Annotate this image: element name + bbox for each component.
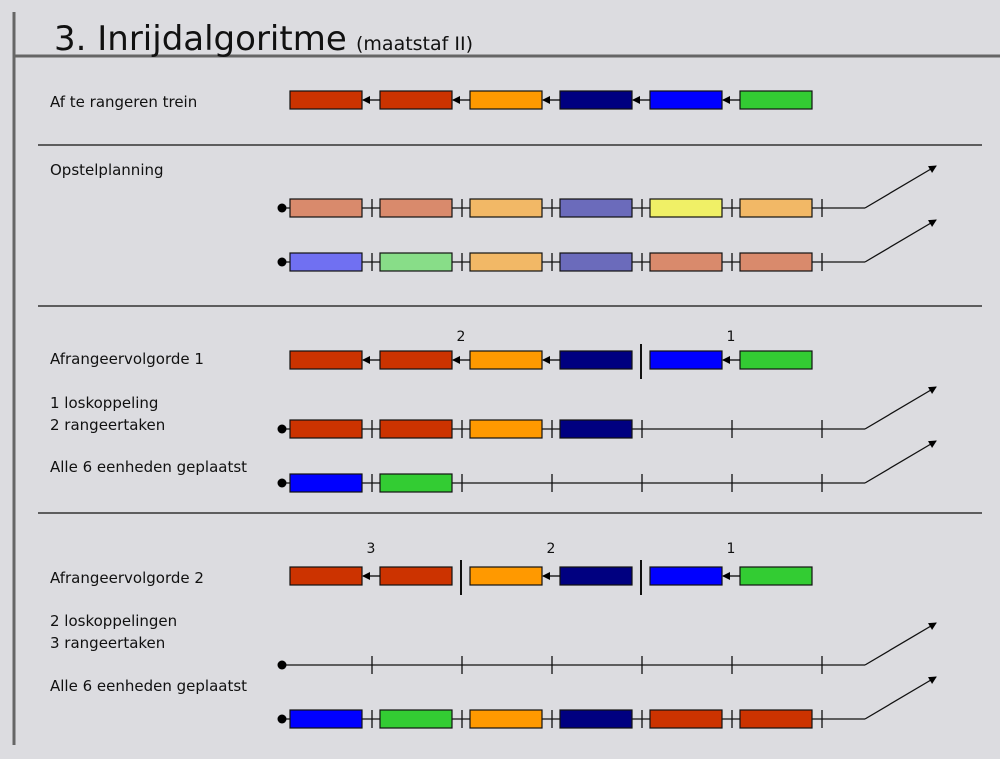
train-unit-blue	[649, 350, 723, 370]
track	[277, 219, 937, 272]
group-number: 3	[367, 541, 376, 557]
section-label: 3 rangeertaken	[50, 634, 165, 652]
track-end-dot-icon	[277, 714, 287, 724]
section-label: Opstelplanning	[50, 161, 164, 179]
parked-unit-red	[379, 419, 453, 439]
parked-unit-salmon	[649, 252, 723, 272]
section-label: Alle 6 eenheden geplaatst	[50, 677, 247, 695]
parked-unit-salmon	[289, 198, 363, 218]
train-unit-blue	[649, 566, 723, 586]
train	[289, 90, 813, 110]
parked-unit-blue	[289, 473, 363, 493]
track	[277, 165, 937, 218]
track-exit-arrow-icon	[864, 676, 937, 720]
parked-unit-salmon	[739, 252, 813, 272]
section-label: Afrangeervolgorde 1	[50, 350, 204, 368]
parked-unit-green	[379, 473, 453, 493]
train-unit-red	[379, 566, 453, 586]
track	[277, 386, 937, 439]
train-unit-red	[379, 350, 453, 370]
parked-unit-navy	[559, 709, 633, 729]
track-end-dot-icon	[277, 257, 287, 267]
train-unit-orange	[469, 90, 543, 110]
section-label: Alle 6 eenheden geplaatst	[50, 458, 247, 476]
parked-unit-yellow	[649, 198, 723, 218]
track	[277, 676, 937, 729]
train-unit-orange	[469, 566, 543, 586]
train: 3 2 1	[289, 541, 813, 595]
section-label: 2 loskoppelingen	[50, 612, 177, 630]
parked-unit-slate	[559, 198, 633, 218]
track-exit-arrow-icon	[864, 386, 937, 430]
group-number: 2	[547, 541, 556, 557]
train-unit-red	[379, 90, 453, 110]
train-unit-green	[739, 566, 813, 586]
section-1: Af te rangeren trein	[50, 90, 813, 111]
track-exit-arrow-icon	[864, 219, 937, 263]
parked-unit-lightorange	[739, 198, 813, 218]
section-label: 1 loskoppeling	[50, 394, 158, 412]
parked-unit-slate	[559, 252, 633, 272]
group-number: 1	[727, 541, 736, 557]
group-number: 1	[727, 329, 736, 345]
train-unit-orange	[469, 350, 543, 370]
train-unit-navy	[559, 90, 633, 110]
page-title: 3. Inrijdalgoritme	[54, 19, 347, 59]
parked-unit-lightorange	[469, 198, 543, 218]
track-exit-arrow-icon	[864, 622, 937, 666]
train-unit-navy	[559, 566, 633, 586]
parked-unit-blue	[289, 709, 363, 729]
track-end-dot-icon	[277, 203, 287, 213]
section-label: 2 rangeertaken	[50, 416, 165, 434]
parked-unit-green	[379, 709, 453, 729]
track-end-dot-icon	[277, 424, 287, 434]
train-unit-navy	[559, 350, 633, 370]
section-3: Afrangeervolgorde 1 1 loskoppeling 2 range…	[50, 329, 937, 493]
parked-unit-lightgreen	[379, 252, 453, 272]
section-4: Afrangeervolgorde 2 2 loskoppelingen 3 ran…	[50, 541, 937, 729]
track-exit-arrow-icon	[864, 165, 937, 209]
train-unit-red	[289, 566, 363, 586]
train-unit-blue	[649, 90, 723, 110]
parked-unit-navy	[559, 419, 633, 439]
parked-unit-red	[649, 709, 723, 729]
train-unit-green	[739, 90, 813, 110]
parked-unit-red	[289, 419, 363, 439]
group-number: 2	[457, 329, 466, 345]
track-end-dot-icon	[277, 478, 287, 488]
parked-unit-orange	[469, 419, 543, 439]
parked-unit-red	[739, 709, 813, 729]
track	[277, 622, 937, 674]
section-label: Af te rangeren trein	[50, 93, 197, 111]
page-subtitle: (maatstaf II)	[356, 33, 473, 55]
track-end-dot-icon	[277, 660, 287, 670]
parked-unit-orange	[469, 709, 543, 729]
parked-unit-lightorange	[469, 252, 543, 272]
section-2: Opstelplanning	[50, 161, 937, 272]
parked-unit-salmon	[379, 198, 453, 218]
parked-unit-lightblue	[289, 252, 363, 272]
track	[277, 440, 937, 493]
train-unit-red	[289, 350, 363, 370]
train-unit-red	[289, 90, 363, 110]
section-label: Afrangeervolgorde 2	[50, 569, 204, 587]
track-exit-arrow-icon	[864, 440, 937, 484]
train-unit-green	[739, 350, 813, 370]
